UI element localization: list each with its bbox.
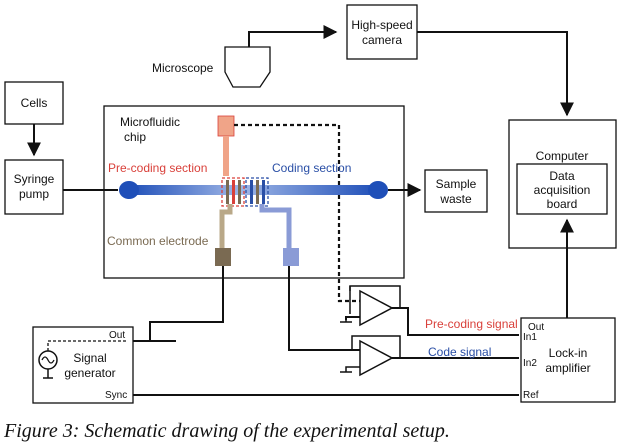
lockin-in1-label: In1 [523,332,537,343]
electrode-5 [256,180,259,204]
precoding-signal-label: Pre-coding signal [425,317,518,331]
common-electrode-pad [215,248,231,266]
siggen-label-2: generator [64,366,115,380]
inlet-port [119,181,139,199]
cells-label: Cells [21,96,48,110]
lockin-label-1: Lock-in [549,346,588,360]
lockin-in2-label: In2 [523,358,537,369]
figure-caption: Figure 3: Schematic drawing of the exper… [3,420,450,442]
chip-label-2: chip [124,130,146,144]
cells-box: Cells [4,81,64,125]
precoding-dashed-wire [234,123,360,303]
sample-waste-box: Sample waste [424,169,488,213]
lockin-ref-label: Ref [523,390,539,401]
precoding-section-box [221,177,245,207]
lockin-amplifier-box: Out In1 In2 Ref Lock-in amplifier [520,317,616,403]
daq-label-2: acquisition [534,183,591,197]
syringe-pump-label-1: Syringe [14,172,55,186]
computer-box: Computer Data acquisition board [508,119,617,249]
precoding-section-label: Pre-coding section [108,161,207,175]
electrode-4 [250,180,253,204]
coding-section-box [245,177,269,207]
waste-label-2: waste [439,192,472,206]
coding-electrode-wire [288,266,360,351]
common-electrode-wire [149,266,224,341]
outlet-port [368,181,388,199]
siggen-out-label: Out [109,330,125,341]
electrode-6 [262,180,265,204]
camera-label-2: camera [362,33,402,47]
chip-label-1: Microfluidic [120,115,180,129]
code-signal-label: Code signal [428,345,491,359]
microscope-to-camera-arrow [248,25,338,47]
microscope-label: Microscope [152,61,214,75]
common-electrode-lead [219,204,233,250]
waste-label-1: Sample [436,177,477,191]
siggen-sync-label: Sync [105,390,127,401]
syringe-pump-box: Syringe pump [4,159,64,215]
camera-to-computer-arrow [417,31,574,117]
coding-section-label: Coding section [272,161,351,175]
microscope-icon [224,46,271,88]
precoding-signal-wire [392,307,519,336]
coding-electrode-lead [259,204,292,248]
computer-label: Computer [536,149,589,163]
precoding-lead [223,136,229,176]
ac-source-icon [38,340,128,379]
lockin-label-2: amplifier [545,361,590,375]
daq-label-3: board [547,197,578,211]
camera-box: High-speed camera [346,4,418,60]
siggen-label-1: Signal [73,351,106,365]
lockin-out-label: Out [528,322,544,333]
camera-label-1: High-speed [351,18,412,32]
amplifier-2 [340,335,401,377]
electrode-3 [238,180,241,204]
daq-board-box [516,163,608,215]
syringe-pump-label-2: pump [19,187,49,201]
common-electrode-label: Common electrode [107,234,209,248]
precoding-pad-top [217,115,235,137]
amplifier-1 [340,285,401,327]
electrode-2 [232,180,235,204]
coding-electrode-pad [283,248,299,266]
electrode-1 [226,180,229,204]
daq-label-1: Data [549,169,575,183]
